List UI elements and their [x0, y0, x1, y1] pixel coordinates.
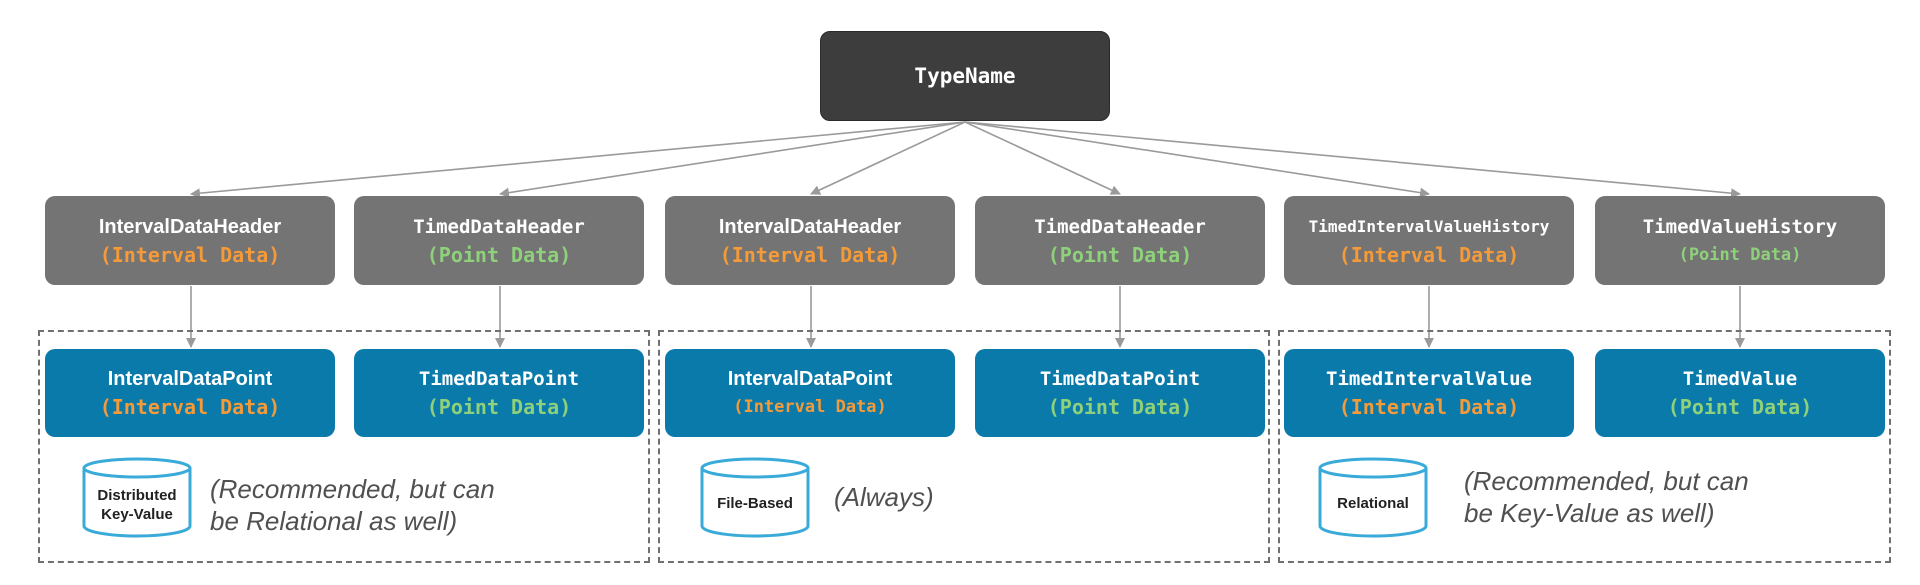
- storage-note-key-value: (Recommended, but can be Relational as w…: [210, 473, 495, 537]
- point-node-subtitle: (Interval Data): [1338, 395, 1520, 419]
- storage-note-relational: (Recommended, but can be Key-Value as we…: [1464, 465, 1749, 529]
- header-node-subtitle: (Interval Data): [99, 242, 281, 267]
- point-node-title: TimedValue: [1682, 368, 1798, 390]
- header-node-interval-data-header-2: IntervalDataHeader (Interval Data): [665, 196, 955, 285]
- point-node-timed-data-point-1: TimedDataPoint (Point Data): [354, 349, 644, 437]
- database-cylinder-icon: [1318, 457, 1428, 538]
- storage-group-relational: [1278, 330, 1891, 563]
- storage-label-line1: File-Based: [717, 495, 793, 512]
- storage-note-line2: be Key-Value as well): [1464, 498, 1715, 528]
- point-node-title: IntervalDataPoint: [107, 368, 273, 390]
- header-node-subtitle: (Point Data): [1678, 244, 1802, 265]
- database-icon-distributed-key-value: Distributed Key-Value: [82, 456, 192, 538]
- header-node-title: TimedIntervalValueHistory: [1308, 216, 1550, 236]
- point-node-interval-data-point-2: IntervalDataPoint (Interval Data): [665, 349, 955, 437]
- header-node-title: IntervalDataHeader: [718, 215, 902, 238]
- arrow-root-to-header-5: [964, 121, 1430, 198]
- arrow-root-to-header-6: [964, 121, 1741, 199]
- header-node-subtitle: (Point Data): [1047, 242, 1193, 267]
- storage-label-line2: Key-Value: [101, 506, 173, 523]
- storage-label-line1: Relational: [1337, 495, 1409, 512]
- point-node-timed-interval-value: TimedIntervalValue (Interval Data): [1284, 349, 1574, 437]
- header-node-timed-data-header-1: TimedDataHeader (Point Data): [354, 196, 644, 285]
- storage-note-line1: (Recommended, but can: [210, 474, 495, 504]
- arrow-root-to-header-1: [190, 121, 966, 199]
- header-node-subtitle: (Point Data): [426, 242, 572, 267]
- point-node-title: TimedDataPoint: [418, 368, 580, 390]
- point-node-timed-data-point-2: TimedDataPoint (Point Data): [975, 349, 1265, 437]
- storage-group-file-based: [658, 330, 1270, 563]
- root-type-label: TypeName: [914, 64, 1016, 88]
- point-node-subtitle: (Interval Data): [99, 395, 281, 419]
- point-node-interval-data-point-1: IntervalDataPoint (Interval Data): [45, 349, 335, 437]
- storage-note-line1: (Recommended, but can: [1464, 466, 1749, 496]
- storage-note-line1: (Always): [834, 482, 934, 512]
- header-node-timed-data-header-2: TimedDataHeader (Point Data): [975, 196, 1265, 285]
- storage-note-line2: be Relational as well): [210, 506, 458, 536]
- database-icon-relational: Relational: [1318, 456, 1428, 538]
- storage-group-key-value: [38, 330, 650, 563]
- root-type-node: TypeName: [820, 31, 1110, 121]
- storage-label-line1: Distributed: [97, 487, 177, 504]
- database-cylinder-icon: [82, 457, 192, 538]
- database-cylinder-icon: [700, 457, 810, 538]
- header-node-title: TimedDataHeader: [1034, 215, 1206, 238]
- point-node-subtitle: (Point Data): [426, 395, 572, 419]
- point-node-title: IntervalDataPoint: [727, 368, 893, 390]
- storage-note-file-based: (Always): [834, 481, 934, 513]
- header-node-title: TimedDataHeader: [413, 215, 585, 238]
- header-node-interval-data-header-1: IntervalDataHeader (Interval Data): [45, 196, 335, 285]
- point-node-subtitle: (Point Data): [1667, 395, 1813, 419]
- point-node-title: TimedDataPoint: [1039, 368, 1201, 390]
- arrow-root-to-header-4: [964, 121, 1121, 195]
- point-node-subtitle: (Interval Data): [733, 397, 887, 417]
- point-node-subtitle: (Point Data): [1047, 395, 1193, 419]
- header-node-title: IntervalDataHeader: [98, 215, 282, 238]
- database-icon-file-based: File-Based: [700, 456, 810, 538]
- arrow-root-to-header-2: [499, 121, 966, 198]
- header-node-timed-interval-value-history: TimedIntervalValueHistory (Interval Data…: [1284, 196, 1574, 285]
- header-node-title: TimedValueHistory: [1642, 215, 1838, 238]
- header-node-subtitle: (Interval Data): [1338, 242, 1520, 267]
- arrow-root-to-header-3: [810, 121, 966, 195]
- header-node-timed-value-history: TimedValueHistory (Point Data): [1595, 196, 1885, 285]
- point-node-title: TimedIntervalValue: [1326, 368, 1532, 390]
- header-node-subtitle: (Interval Data): [719, 242, 901, 267]
- point-node-timed-value: TimedValue (Point Data): [1595, 349, 1885, 437]
